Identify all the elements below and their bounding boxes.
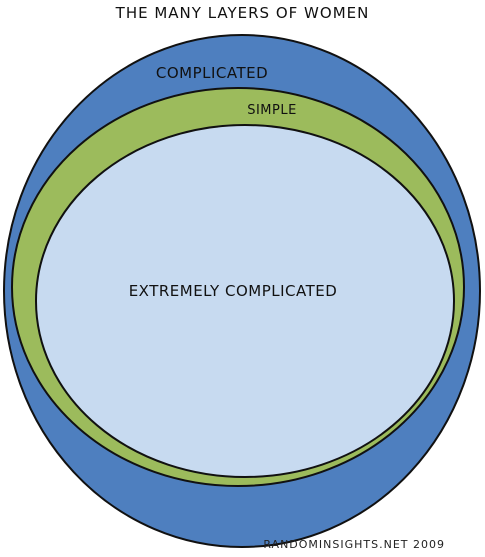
outer-layer-label: COMPLICATED <box>156 64 268 82</box>
middle-layer-label: SIMPLE <box>247 103 297 118</box>
inner-layer-label: EXTREMELY COMPLICATED <box>129 282 338 300</box>
diagram-title: THE MANY LAYERS OF WOMEN <box>115 4 370 22</box>
inner-layer <box>35 124 455 478</box>
credit-text: RANDOMINSIGHTS.NET 2009 <box>263 538 445 551</box>
